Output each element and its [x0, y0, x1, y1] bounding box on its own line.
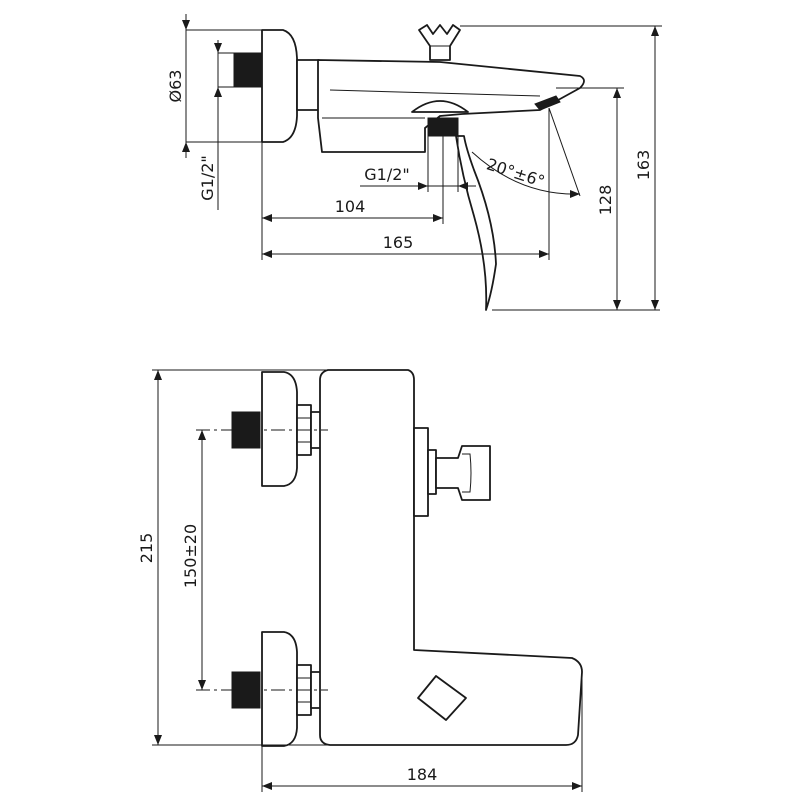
body-connector: [296, 59, 320, 111]
diverter-knob: [418, 24, 461, 61]
side-view: Ø63 G1/2" G1/2" 104 165 20°±6°: [166, 14, 662, 311]
dim-184-label: 184: [407, 765, 438, 784]
dim-thread-inlet-label: G1/2": [198, 155, 217, 201]
dim-128-label: 128: [596, 185, 615, 216]
dim-163-label: 163: [634, 150, 653, 181]
dim-diameter-label: Ø63: [166, 70, 185, 103]
inlet-thread-stub: [233, 52, 263, 88]
lower-escutcheon: [261, 631, 298, 747]
dim-215-label: 215: [137, 533, 156, 564]
lever-handle: [455, 135, 497, 311]
mixer-body: [319, 369, 583, 746]
spout-aerator: [534, 95, 561, 111]
dim-104-label: 104: [335, 197, 366, 216]
escutcheon: [261, 29, 298, 143]
upper-escutcheon: [261, 371, 298, 487]
top-diverter-knob: [435, 445, 491, 501]
lever-square: [417, 675, 467, 721]
top-view: 215 150±20 184: [137, 369, 583, 792]
dim-165-label: 165: [383, 233, 414, 252]
dim-150-label: 150±20: [181, 524, 200, 588]
outlet-thread: [427, 117, 459, 137]
dim-angle-label: 20°±6°: [484, 154, 547, 191]
cartridge-dome: [411, 100, 469, 113]
knob-housing: [413, 427, 429, 517]
dim-thread-outlet-label: G1/2": [364, 165, 410, 184]
